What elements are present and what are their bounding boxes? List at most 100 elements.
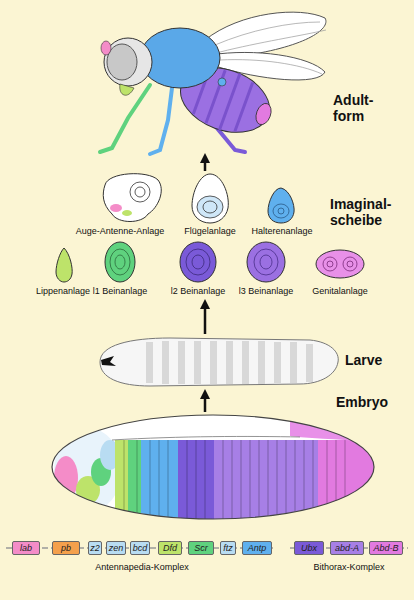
adult-fly — [107, 44, 137, 80]
imaginal-disc — [247, 242, 285, 282]
development-arrow — [204, 304, 207, 334]
embryo-illustration — [52, 415, 375, 520]
embryo-illustration — [128, 440, 141, 520]
adult-fly — [120, 84, 134, 95]
imaginal-disc — [347, 261, 353, 267]
larva-illustration — [101, 356, 116, 366]
adult-fly — [253, 101, 274, 126]
imaginal-disc — [122, 210, 132, 216]
embryo-illustration — [115, 440, 128, 520]
gene-name: Scr — [189, 542, 213, 555]
imaginal-disc — [135, 187, 145, 197]
adult-fly — [100, 12, 326, 154]
imaginal-disc — [254, 249, 278, 275]
adult-fly — [218, 78, 226, 86]
imaginal-disc — [197, 196, 223, 218]
gene-box: zen — [106, 541, 126, 555]
adult-fly — [100, 85, 150, 152]
imaginal-disc — [56, 242, 364, 282]
complex-name: Antennapedia-Komplex — [6, 562, 278, 573]
disc-label: l2 Beinanlage — [171, 286, 226, 297]
embryo-illustration — [214, 440, 318, 520]
larva-illustration — [100, 338, 338, 386]
gene-name: Abd-B — [370, 542, 402, 555]
imaginal-disc — [273, 204, 289, 218]
larva-illustration — [162, 341, 169, 384]
imaginal-disc — [103, 174, 161, 222]
gene-name: abd-A — [331, 542, 363, 555]
embryo-illustration — [290, 415, 375, 445]
stage-label: Embryo — [336, 394, 406, 410]
embryo-illustration — [52, 415, 374, 519]
gene-name: zen — [107, 542, 125, 555]
adult-fly — [101, 41, 111, 55]
imaginal-disc — [268, 188, 294, 223]
disc-label: l3 Beinanlage — [239, 286, 294, 297]
imaginal-disc — [278, 208, 284, 214]
disc-label: Genitalanlage — [312, 286, 368, 297]
complex-name: Bithorax-Komplex — [290, 562, 408, 573]
embryo-illustration — [52, 415, 375, 520]
gene-name: pb — [53, 542, 79, 555]
imaginal-disc — [260, 255, 272, 269]
imaginal-disc — [316, 250, 364, 278]
larva-illustration — [178, 341, 185, 384]
gene-name: z2 — [89, 542, 101, 555]
gene-complex: Antennapedia-Komplex lab pb z2 zenbcd Dfd Scrf… — [6, 538, 278, 576]
development-arrow — [204, 158, 207, 171]
imaginal-disc — [327, 261, 333, 267]
gene-box: bcd — [130, 541, 150, 555]
imaginal-disc — [203, 201, 217, 213]
larva-illustration — [100, 338, 338, 386]
gene-name: Antp — [243, 542, 271, 555]
disc-label: Auge-Antenne-Anlage — [76, 226, 165, 237]
gene-name: Ubx — [295, 542, 323, 555]
imaginal-disc — [115, 255, 125, 269]
larva-illustration — [146, 342, 153, 383]
gene-box: ftz — [220, 541, 236, 555]
adult-fly — [104, 38, 152, 86]
imaginal-disc — [56, 248, 72, 282]
gene-box: pb — [52, 541, 80, 555]
gene-name: bcd — [131, 542, 149, 555]
imaginal-disc — [110, 204, 122, 212]
gene-complex: Bithorax-Komplex Ubx abd-A Abd-B — [290, 538, 408, 576]
stage-label: Larve — [345, 352, 405, 368]
disc-label: Flügelanlage — [184, 226, 236, 237]
imaginal-disc — [103, 174, 294, 223]
gene-box: Abd-B — [369, 541, 403, 555]
gene-name: Dfd — [159, 542, 181, 555]
larva-illustration — [210, 341, 217, 384]
disc-label: l1 Beinanlage — [93, 286, 148, 297]
stage-label: Imaginal- scheibe — [330, 196, 402, 228]
embryo-illustration — [112, 436, 300, 440]
imaginal-disc — [343, 257, 357, 271]
disc-label: Lippenanlage — [36, 286, 90, 297]
disc-label: Halterenanlage — [251, 226, 312, 237]
larva-illustration — [306, 344, 313, 382]
imaginal-disc — [192, 255, 204, 269]
gene-box: Scr — [188, 541, 214, 555]
embryo-illustration — [52, 415, 375, 520]
adult-fly — [150, 88, 172, 154]
larva-illustration — [274, 342, 281, 383]
imaginal-disc — [323, 257, 337, 271]
imaginal-disc — [192, 174, 228, 223]
gene-name: lab — [13, 542, 39, 555]
larva-illustration — [242, 341, 249, 384]
gene-box: z2 — [88, 541, 102, 555]
larva-illustration — [226, 341, 233, 384]
imaginal-disc — [186, 249, 210, 275]
gene-box: Antp — [242, 541, 272, 555]
development-arrow — [204, 394, 207, 412]
larva-illustration — [194, 341, 201, 384]
imaginal-disc — [180, 242, 216, 282]
larva-illustration — [258, 341, 265, 384]
adult-fly — [205, 12, 326, 58]
gene-box: lab — [12, 541, 40, 555]
larva-illustration — [290, 342, 297, 383]
gene-box: abd-A — [330, 541, 364, 555]
imaginal-disc — [110, 249, 130, 275]
